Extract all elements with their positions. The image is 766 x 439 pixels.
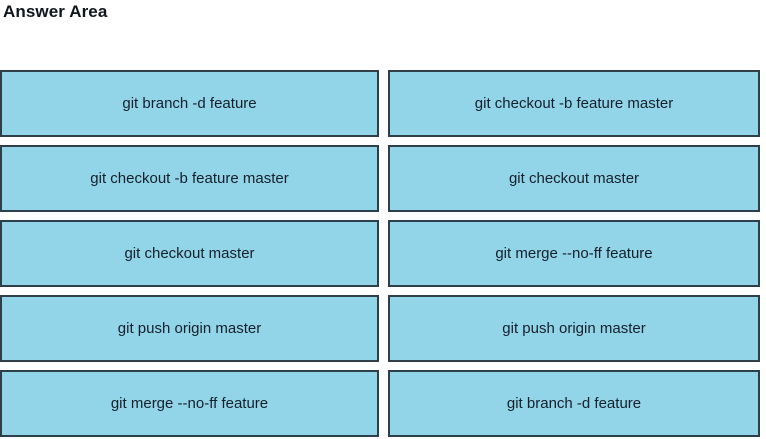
answer-tile[interactable]: git checkout master bbox=[388, 145, 760, 212]
page-title: Answer Area bbox=[3, 2, 108, 21]
answer-tile-label: git checkout master bbox=[124, 244, 255, 262]
answer-tile[interactable]: git branch -d feature bbox=[388, 370, 760, 437]
answer-tile[interactable]: git merge --no-ff feature bbox=[388, 220, 760, 287]
answer-area-grid: git branch -d feature git checkout -b fe… bbox=[0, 70, 766, 437]
answer-tile[interactable]: git push origin master bbox=[0, 295, 379, 362]
answer-tile-label: git checkout -b feature master bbox=[90, 169, 289, 187]
answer-tile-label: git branch -d feature bbox=[506, 394, 642, 412]
answer-tile[interactable]: git checkout -b feature master bbox=[388, 70, 760, 137]
answer-tile-label: git push origin master bbox=[117, 319, 262, 337]
answer-tile-label: git checkout master bbox=[508, 169, 640, 187]
answer-tile[interactable]: git merge --no-ff feature bbox=[0, 370, 379, 437]
answer-tile-label: git checkout -b feature master bbox=[474, 94, 674, 112]
answer-tile-label: git push origin master bbox=[502, 319, 646, 337]
answer-tile[interactable]: git branch -d feature bbox=[0, 70, 379, 137]
answer-tile-label: git merge --no-ff feature bbox=[495, 244, 653, 262]
answer-tile-label: git merge --no-ff feature bbox=[110, 394, 269, 412]
answer-tile[interactable]: git checkout master bbox=[0, 220, 379, 287]
answer-tile-label: git branch -d feature bbox=[122, 94, 257, 112]
answer-tile[interactable]: git checkout -b feature master bbox=[0, 145, 379, 212]
answer-tile[interactable]: git push origin master bbox=[388, 295, 760, 362]
